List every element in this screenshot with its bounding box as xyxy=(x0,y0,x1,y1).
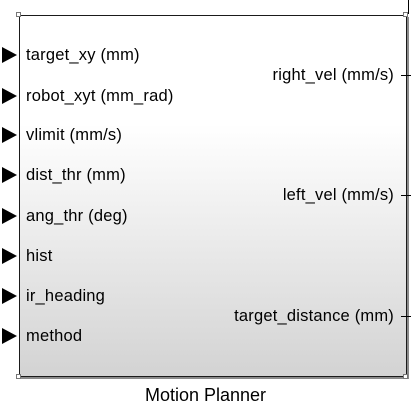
resize-handle-bottom-left[interactable] xyxy=(16,374,21,379)
input-port-label-hist: hist xyxy=(26,247,53,265)
input-port-label-vlimit: vlimit (mm/s) xyxy=(26,126,123,144)
motion-planner-block[interactable] xyxy=(19,15,407,377)
resize-handle-top-right[interactable] xyxy=(403,12,408,17)
input-port-label-ang-thr: ang_thr (deg) xyxy=(26,207,128,225)
input-port-label-dist-thr: dist_thr (mm) xyxy=(26,166,126,184)
input-port-arrow-6[interactable] xyxy=(2,248,17,264)
input-port-label-target-xy: target_xy (mm) xyxy=(26,46,140,64)
output-port-line-target-distance[interactable] xyxy=(401,316,411,317)
resize-handle-bottom-right[interactable] xyxy=(403,374,408,379)
output-port-label-target-distance: target_distance (mm) xyxy=(234,307,394,325)
right-edge-line xyxy=(408,0,409,14)
output-port-line-left-vel[interactable] xyxy=(401,195,411,196)
input-port-arrow-3[interactable] xyxy=(2,127,17,143)
input-port-arrow-2[interactable] xyxy=(2,88,17,104)
input-port-arrow-5[interactable] xyxy=(2,208,17,224)
output-port-label-left-vel: left_vel (mm/s) xyxy=(282,186,394,204)
input-port-arrow-8[interactable] xyxy=(2,328,17,344)
input-port-label-method: method xyxy=(26,327,83,345)
input-port-arrow-1[interactable] xyxy=(2,47,17,63)
input-port-arrow-7[interactable] xyxy=(2,288,17,304)
output-port-label-right-vel: right_vel (mm/s) xyxy=(272,66,394,84)
input-port-arrow-4[interactable] xyxy=(2,167,17,183)
input-port-label-robot-xyt: robot_xyt (mm_rad) xyxy=(26,87,174,105)
resize-handle-top-left[interactable] xyxy=(16,12,21,17)
input-port-label-ir-heading: ir_heading xyxy=(26,287,106,305)
block-name-label[interactable]: Motion Planner xyxy=(144,385,267,405)
output-port-line-right-vel[interactable] xyxy=(401,75,411,76)
